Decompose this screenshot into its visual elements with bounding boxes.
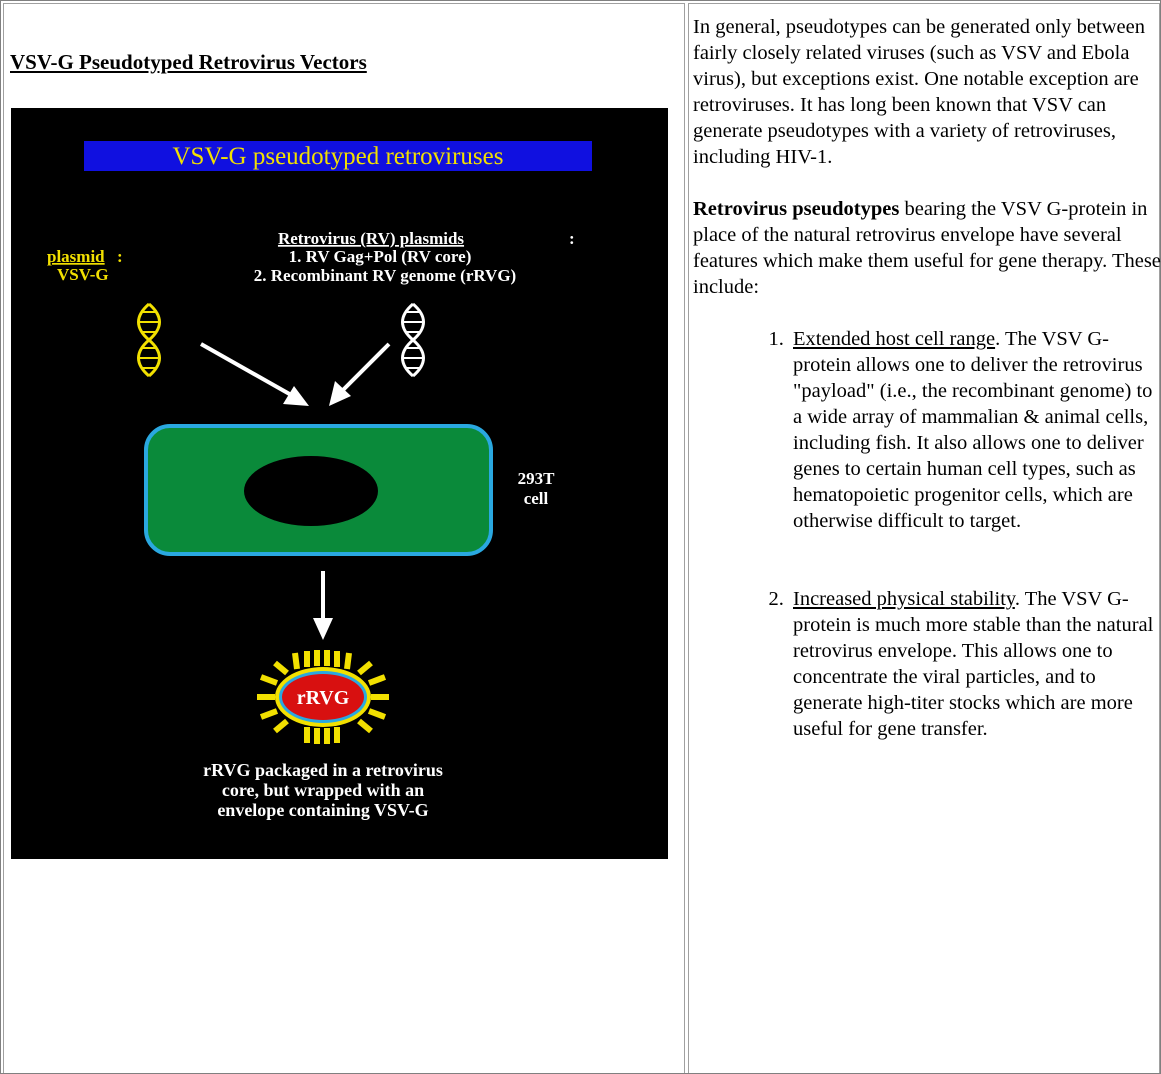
vsv-g-diagram: VSV-G pseudotyped retroviruses plasmid :… xyxy=(11,108,668,859)
right-cell: In general, pseudotypes can be generated… xyxy=(688,3,1161,1073)
left-cell: VSV-G Pseudotyped Retrovirus Vectors VSV… xyxy=(3,3,685,1073)
plasmid-label: plasmid xyxy=(47,247,105,266)
list-item-title: Extended host cell range xyxy=(793,328,996,350)
arrow-icon xyxy=(313,571,333,640)
diagram-title-band xyxy=(84,141,592,171)
dna-helix-icon xyxy=(401,302,425,378)
list-item: Increased physical stability. The VSV G-… xyxy=(789,586,1159,742)
dna-helix-icon xyxy=(137,302,161,378)
body-text: In general, pseudotypes can be generated… xyxy=(693,14,1161,794)
features-list: Extended host cell range. The VSV G-prot… xyxy=(693,326,1159,742)
caption-line-2: core, but wrapped with an xyxy=(222,780,424,800)
features-paragraph: Retrovirus pseudotypes bearing the VSV G… xyxy=(693,196,1161,300)
arrow-icon xyxy=(329,342,391,406)
list-item-title: Increased physical stability xyxy=(793,588,1015,610)
plasmid-colon: : xyxy=(117,247,123,266)
arrow-icon xyxy=(200,342,309,406)
list-item-text: . The VSV G-protein allows one to delive… xyxy=(793,328,1153,532)
cell-nucleus xyxy=(244,456,378,526)
plasmid-name: VSV-G xyxy=(57,265,109,284)
rv-plasmids-header: Retrovirus (RV) plasmids xyxy=(278,229,464,248)
features-text: bearing the VSV G-protein in place of th… xyxy=(693,198,1161,298)
rv-colon: : xyxy=(569,229,575,248)
section-heading: VSV-G Pseudotyped Retrovirus Vectors xyxy=(10,50,367,74)
caption-line-3: envelope containing VSV-G xyxy=(217,800,428,820)
list-item-text: . The VSV G-protein is much more stable … xyxy=(793,588,1154,740)
virus-label: rRVG xyxy=(297,687,350,709)
virus-particle xyxy=(257,650,389,744)
rv-item-2: 2. Recombinant RV genome (rRVG) xyxy=(254,266,516,285)
features-lead: Retrovirus pseudotypes xyxy=(693,198,900,220)
rv-item-1: 1. RV Gag+Pol (RV core) xyxy=(289,247,472,266)
caption-line-1: rRVG packaged in a retrovirus xyxy=(203,760,443,780)
list-item: Extended host cell range. The VSV G-prot… xyxy=(789,326,1159,534)
intro-paragraph: In general, pseudotypes can be generated… xyxy=(693,16,1145,168)
diagram-title: VSV-G pseudotyped retroviruses xyxy=(173,143,504,170)
cell-label-line-1: 293T xyxy=(518,469,556,488)
cell-label-line-2: cell xyxy=(524,489,549,508)
